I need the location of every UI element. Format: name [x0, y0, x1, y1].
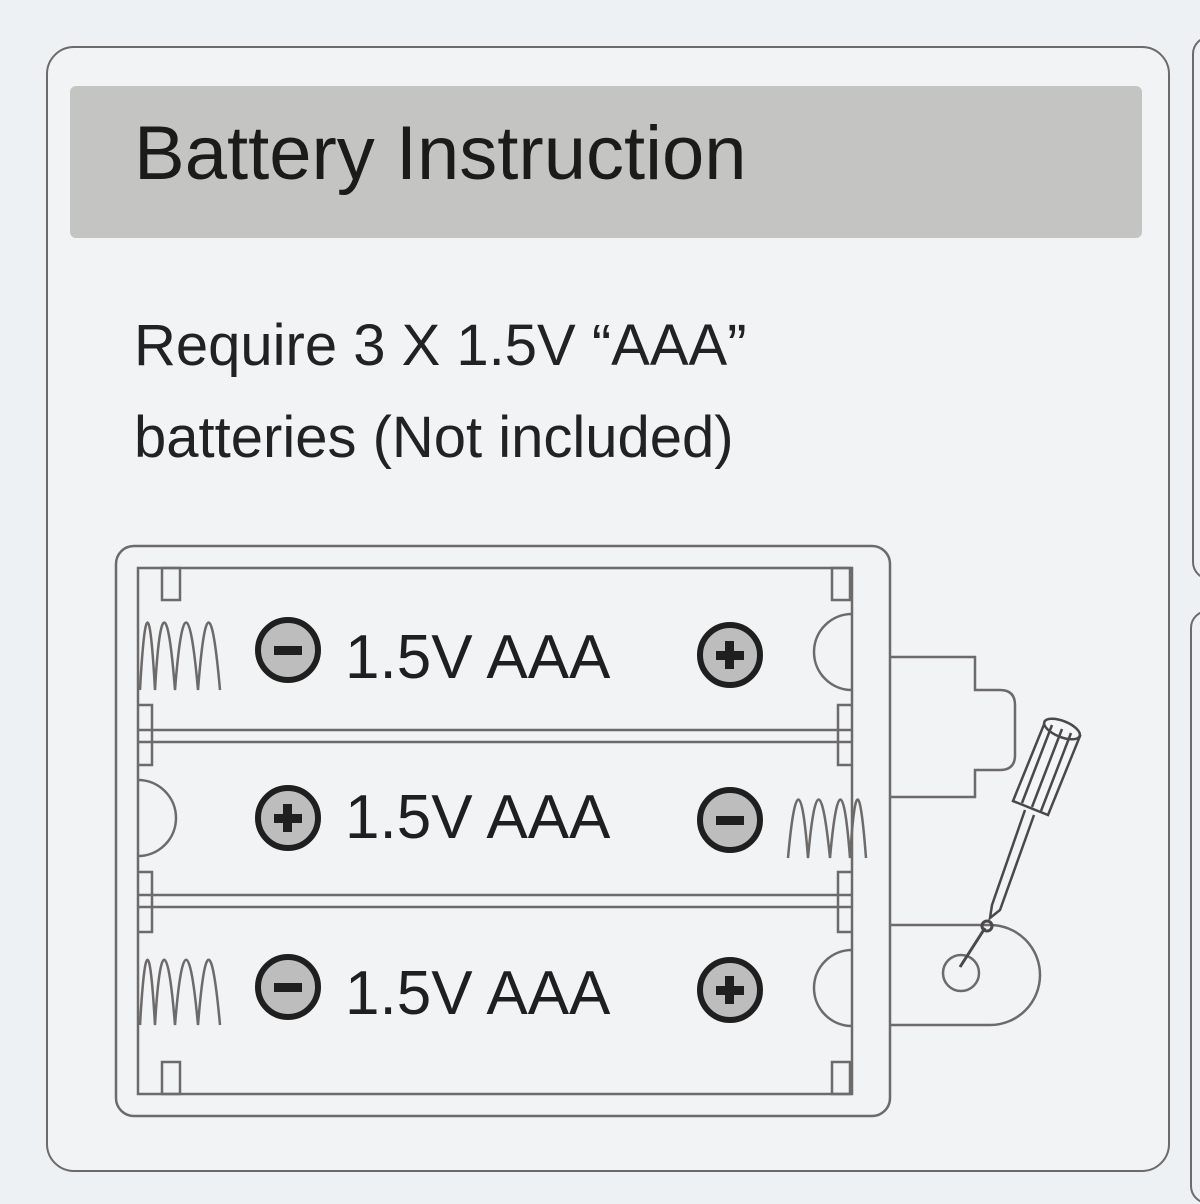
- requirement-line-2: batteries (Not included): [134, 405, 734, 470]
- battery-requirement: Require 3 X 1.5V “AAA” batteries (Not in…: [134, 300, 747, 484]
- plus-terminal-icon: [255, 785, 321, 851]
- page-title: Battery Instruction: [134, 111, 747, 196]
- spring-contact-icon: [138, 621, 222, 691]
- battery-label: 1.5V AAA: [345, 783, 611, 852]
- battery-label: 1.5V AAA: [345, 623, 611, 692]
- spring-contact-icon: [138, 958, 222, 1026]
- screw-icon: [958, 919, 994, 968]
- screwdriver-icon: [988, 717, 1082, 921]
- plus-terminal-icon: [697, 622, 763, 688]
- battery-holder-outline: [114, 544, 892, 1118]
- plus-terminal-icon: [697, 957, 763, 1023]
- battery-label: 1.5V AAA: [345, 959, 611, 1028]
- slot-tab: [160, 566, 182, 602]
- minus-terminal-icon: [255, 954, 321, 1020]
- slot-separators: [138, 703, 852, 934]
- screw-hole: [941, 953, 981, 993]
- minus-terminal-icon: [697, 787, 763, 853]
- switch-tab: [890, 655, 1017, 799]
- spring-contact-icon: [786, 798, 868, 859]
- slot-tab: [160, 1060, 182, 1096]
- plus-contact-dome: [812, 948, 853, 1028]
- screw-cover-tab: [890, 923, 1042, 1027]
- requirement-line-1: Require 3 X 1.5V “AAA”: [134, 313, 747, 378]
- minus-terminal-icon: [255, 617, 321, 683]
- title-bar: [70, 86, 1142, 238]
- slot-dividers: [138, 728, 852, 909]
- slot-tab: [830, 566, 852, 602]
- slot-tab: [830, 1060, 852, 1096]
- plus-contact-dome: [812, 612, 853, 692]
- plus-contact-dome: [137, 778, 178, 858]
